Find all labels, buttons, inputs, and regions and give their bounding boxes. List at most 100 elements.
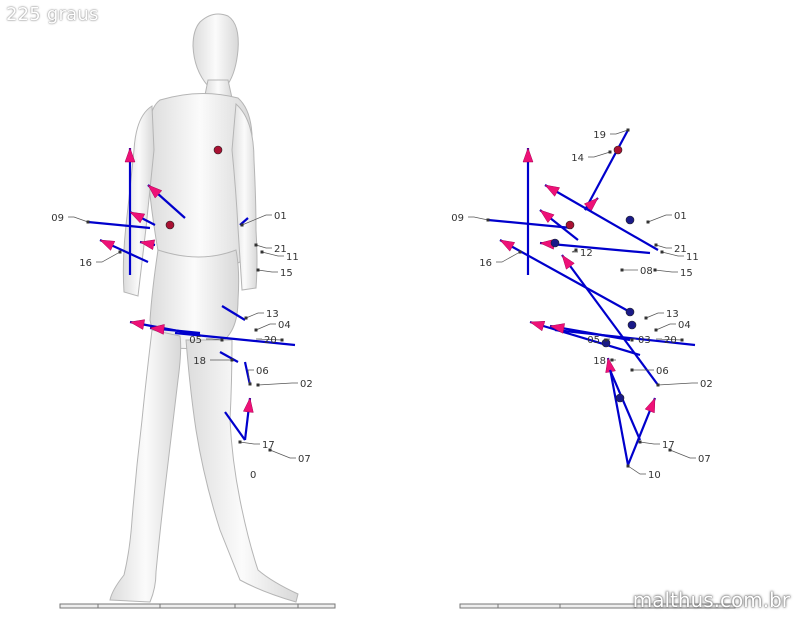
leader-tick-21 <box>254 243 258 247</box>
marker-label-16: 16 <box>479 258 492 269</box>
vector-arrowhead-l3 <box>99 239 116 251</box>
vector-line-r14 <box>608 369 642 441</box>
vector-arrowhead-r8 <box>561 254 575 270</box>
leader-line-16 <box>496 251 521 263</box>
marker-label-19: 19 <box>593 130 606 141</box>
marker-label-06: 06 <box>256 366 269 377</box>
marker-label-04: 04 <box>278 320 291 331</box>
vector-arrowhead-l8 <box>149 324 165 335</box>
vector-line-r7 <box>499 239 631 313</box>
marker-label-13: 13 <box>666 309 679 320</box>
leader-line-15 <box>257 269 278 273</box>
leader-tick-16 <box>118 250 122 254</box>
marker-label-09: 09 <box>451 213 464 224</box>
marker-label-04: 04 <box>678 320 691 331</box>
leader-tick-17 <box>638 440 642 444</box>
floor-right <box>459 603 736 609</box>
floor-left <box>59 603 336 609</box>
vectors-left <box>87 145 296 441</box>
leader-tick-05 <box>220 338 224 342</box>
leader-tick-02 <box>656 383 660 387</box>
leader-line-07 <box>269 449 296 459</box>
marker-label-09: 09 <box>51 213 64 224</box>
vector-arrowhead-r7 <box>499 239 516 252</box>
marker-label-17: 17 <box>262 440 275 451</box>
vector-arrowhead-l2 <box>129 211 146 224</box>
marker-label-14: 14 <box>571 153 584 164</box>
vector-line-l10 <box>219 351 239 363</box>
vector-arrowhead-l0 <box>124 147 136 163</box>
leader-line-07 <box>669 449 696 459</box>
leader-tick-03 <box>630 338 634 342</box>
figure-head <box>192 13 239 87</box>
joint-marker-r0 <box>613 145 623 155</box>
marker-label-02: 02 <box>300 379 313 390</box>
leader-line-14 <box>588 151 611 158</box>
leader-line-01 <box>241 214 272 226</box>
leader-line-21 <box>255 244 272 249</box>
leader-line-21 <box>655 244 672 249</box>
leader-tick-07 <box>268 448 272 452</box>
leader-tick-13 <box>244 316 248 320</box>
leader-tick-16 <box>518 250 522 254</box>
marker-label-07: 07 <box>298 454 311 465</box>
leader-line-02 <box>657 382 698 386</box>
leader-tick-15 <box>256 268 260 272</box>
marker-label-08: 08 <box>640 266 653 277</box>
marker-label-01: 01 <box>674 211 687 222</box>
marker-label-05: 05 <box>189 335 202 346</box>
vector-line-r4 <box>487 218 573 230</box>
leader-tick-05 <box>604 338 608 342</box>
leader-tick-18 <box>230 358 234 362</box>
leader-tick-09 <box>86 220 90 224</box>
leader-line-04 <box>255 323 276 331</box>
marker-label-11: 11 <box>686 252 699 263</box>
leader-tick-06 <box>630 368 634 372</box>
leader-tick-12 <box>574 248 578 252</box>
vector-line-r9 <box>529 320 641 357</box>
leader-line-04 <box>655 323 676 331</box>
marker-label-13: 13 <box>266 309 279 320</box>
vector-arrowhead-r1 <box>583 197 599 212</box>
leader-tick-08 <box>620 268 624 272</box>
leader-line-15 <box>654 269 678 273</box>
leader-line-01 <box>647 214 672 223</box>
marker-label-07: 07 <box>698 454 711 465</box>
marker-label-fragment: 0 <box>250 470 256 481</box>
leader-line-17 <box>239 441 260 445</box>
vector-arrowhead-l1 <box>147 184 163 199</box>
leader-line-10 <box>627 465 646 475</box>
leader-tick-11 <box>260 250 264 254</box>
leader-line-17 <box>639 441 660 445</box>
marker-label-10: 10 <box>648 470 661 481</box>
vector-line-l4 <box>87 220 151 230</box>
leader-tick-11 <box>660 250 664 254</box>
leader-line-20 <box>655 338 683 341</box>
vector-arrowhead-l5 <box>139 239 156 251</box>
figure-right-arm <box>231 102 258 291</box>
joint-marker-r7 <box>615 393 625 403</box>
vector-arrowhead-r5 <box>539 209 555 224</box>
vector-line-l11 <box>243 361 252 386</box>
vector-arrowhead-r9 <box>529 320 546 332</box>
marker-label-18: 18 <box>593 356 606 367</box>
joint-marker-r4 <box>625 307 635 317</box>
leader-line-11 <box>261 251 284 257</box>
leader-tick-06 <box>248 382 252 386</box>
leader-tick-01 <box>240 223 244 227</box>
leader-line-05 <box>206 338 223 341</box>
figure-left-arm <box>122 105 155 297</box>
marker-label-20: 20 <box>264 335 277 346</box>
leader-tick-09 <box>486 218 490 222</box>
vector-line-r3 <box>544 184 659 251</box>
leader-tick-10 <box>626 464 630 468</box>
leader-tick-13 <box>644 316 648 320</box>
vector-arrowhead-r13 <box>644 397 656 414</box>
vector-arrowhead-r2 <box>522 147 534 163</box>
joint-marker-l1 <box>165 220 175 230</box>
joint-marker-r2 <box>565 220 575 230</box>
leader-line-02 <box>257 382 298 386</box>
